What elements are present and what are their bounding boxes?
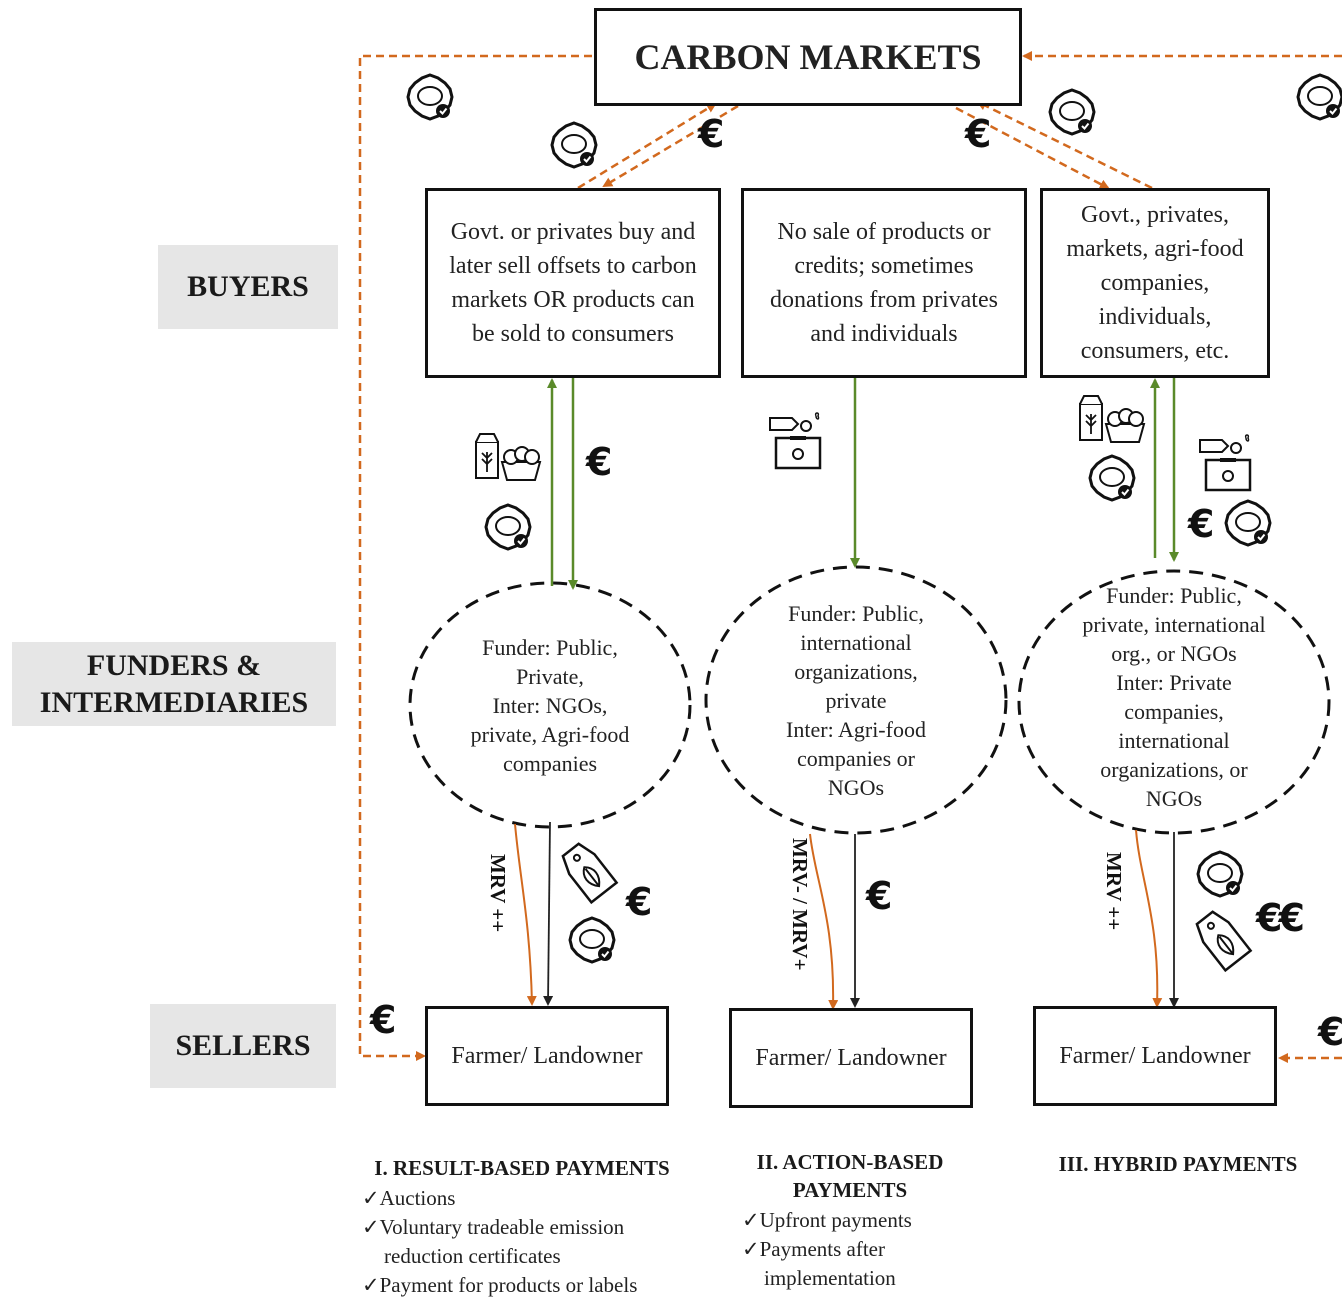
- euro-symbol: €: [626, 880, 653, 924]
- col3-seller-box: Farmer/ Landowner: [1033, 1006, 1277, 1106]
- carbon-markets-box: CARBON MARKETS: [594, 8, 1022, 106]
- col2-buyer-box: No sale of products or credits; sometime…: [741, 188, 1027, 378]
- col1-to-market-arrow: [577, 102, 717, 190]
- donation-box-icon: [1198, 433, 1252, 492]
- euro-symbol: €: [370, 998, 397, 1042]
- euro-symbol: €: [866, 874, 893, 918]
- col2-heading: II. ACTION-BASED PAYMENTS: [756, 1150, 944, 1202]
- donation-box-icon: [768, 411, 822, 470]
- row-label-funders: FUNDERS & INTERMEDIARIES: [12, 642, 336, 726]
- col1-funder-text: Funder: Public, Private, Inter: NGOs, pr…: [470, 635, 630, 776]
- col2-funder-text: Funder: Public, international organizati…: [786, 601, 926, 800]
- row-label-sellers: SELLERS: [150, 1004, 336, 1088]
- euro-symbol: €: [698, 112, 725, 156]
- col3-mrv-label: MRV ++: [1102, 852, 1126, 931]
- col3-mrv-arrow: [1135, 829, 1163, 1008]
- agri-food-products-icon: [1079, 395, 1145, 443]
- col2-mrv-label: MRV- / MRV+: [788, 838, 812, 971]
- co2-certificate-icon: [568, 916, 616, 964]
- co2-certificate-icon: [1224, 499, 1272, 547]
- co2-certificate-icon: [1088, 454, 1136, 502]
- col1-heading: I. RESULT-BASED PAYMENTS: [374, 1156, 670, 1180]
- col3-funder-circle: [1017, 569, 1331, 835]
- list-item: Payment for products or labels: [362, 1271, 682, 1300]
- market-to-col1-arrow: [602, 104, 739, 188]
- double-euro-symbol: €€: [1256, 896, 1305, 940]
- euro-symbol: €: [586, 440, 613, 484]
- co2-certificate-icon: [1196, 850, 1244, 898]
- col3-heading: III. HYBRID PAYMENTS: [1058, 1152, 1298, 1176]
- list-item: Auctions: [362, 1184, 682, 1213]
- col1-funder-circle: [408, 581, 692, 829]
- euro-symbol: €: [1318, 1010, 1342, 1054]
- col1-mrv-arrow: [514, 823, 537, 1006]
- co2-certificate-icon: [1296, 73, 1342, 121]
- list-item: Payments after implementation: [742, 1235, 952, 1293]
- col3-to-market-arrow: [976, 100, 1153, 190]
- col2-mrv-arrow: [809, 833, 839, 1010]
- col2-funder-circle: [704, 565, 1008, 835]
- col3-buyer-box: Govt., privates, markets, agri-food comp…: [1040, 188, 1270, 378]
- list-item: Voluntary tradeable emission reduction c…: [362, 1213, 682, 1271]
- left-carbon-loop-arrow: [358, 54, 592, 1061]
- co2-certificate-icon: [484, 503, 532, 551]
- col1-mrv-label: MRV ++: [486, 854, 510, 933]
- col1-payment-list: Auctions Voluntary tradeable emission re…: [362, 1184, 682, 1300]
- agri-food-products-icon: [475, 433, 541, 481]
- list-item: Upfront payments: [742, 1206, 952, 1235]
- eco-label-tag-icon: [556, 838, 618, 904]
- row-label-buyers: BUYERS: [158, 245, 338, 329]
- co2-certificate-icon: [406, 73, 454, 121]
- col2-seller-box: Farmer/ Landowner: [729, 1008, 973, 1108]
- eco-label-tag-icon: [1190, 906, 1252, 972]
- col1-payment-arrow: [543, 821, 554, 1006]
- co2-certificate-icon: [550, 121, 598, 169]
- col2-payment-list: Upfront payments Payments after implemen…: [742, 1206, 952, 1293]
- col3-funder-text: Funder: Public, private, international o…: [1082, 583, 1266, 811]
- euro-symbol: €: [1188, 502, 1215, 546]
- col1-buyer-box: Govt. or privates buy and later sell off…: [425, 188, 721, 378]
- co2-certificate-icon: [1048, 88, 1096, 136]
- col1-seller-box: Farmer/ Landowner: [425, 1006, 669, 1106]
- euro-symbol: €: [965, 112, 992, 156]
- market-to-col3-arrow: [955, 106, 1110, 190]
